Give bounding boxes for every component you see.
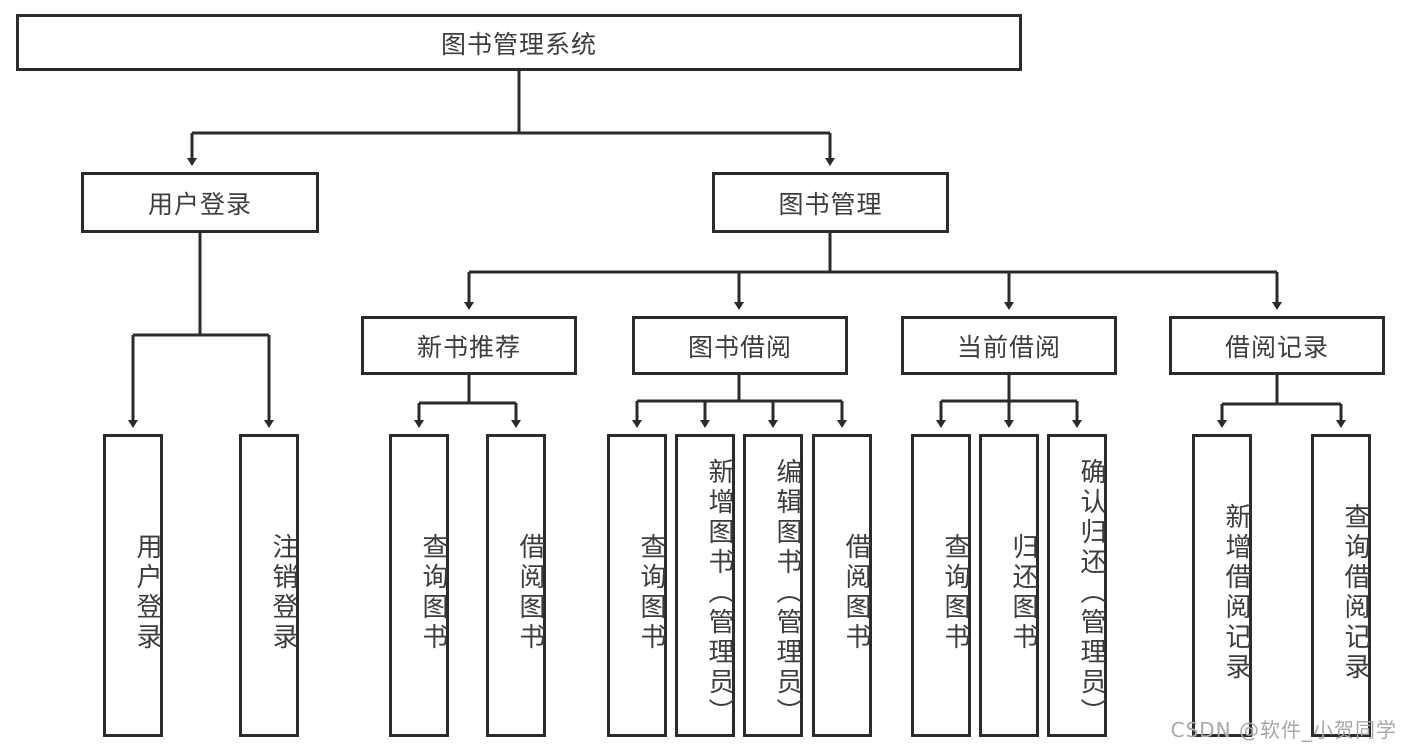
node-borrow-record[interactable]: 借阅记录: [1169, 316, 1385, 375]
node-book-borrow[interactable]: 图书借阅: [632, 316, 848, 375]
node-l3-user-login-label: 用户登录: [132, 532, 162, 653]
node-l3-confirm-return-label: 确认归还（管理员）: [1076, 457, 1106, 728]
node-l3-add-book[interactable]: 新增图书（管理员）: [675, 434, 735, 737]
node-l3-borrow-book-b[interactable]: 借阅图书: [812, 434, 872, 737]
node-new-book-rec-label: 新书推荐: [416, 332, 521, 362]
node-l3-borrow-book-a-label: 借阅图书: [515, 532, 545, 653]
node-l3-user-login[interactable]: 用户登录: [103, 434, 163, 737]
node-l3-borrow-book-b-label: 借阅图书: [841, 532, 871, 653]
node-book-manage-label: 图书管理: [778, 189, 883, 219]
node-current-borrow[interactable]: 当前借阅: [901, 316, 1117, 375]
node-borrow-record-label: 借阅记录: [1224, 332, 1329, 362]
node-l3-query-book-a[interactable]: 查询图书: [389, 434, 449, 737]
node-root[interactable]: 图书管理系统: [16, 14, 1022, 71]
node-l3-query-book-a-label: 查询图书: [418, 532, 448, 653]
node-l3-confirm-return[interactable]: 确认归还（管理员）: [1047, 434, 1107, 737]
node-user-login-label: 用户登录: [147, 189, 252, 219]
node-l3-edit-book-label: 编辑图书（管理员）: [772, 457, 802, 728]
node-l3-query-record-label: 查询借阅记录: [1340, 502, 1370, 683]
node-l3-query-book-c-label: 查询图书: [940, 532, 970, 653]
node-l3-borrow-book-a[interactable]: 借阅图书: [486, 434, 546, 737]
node-l3-query-book-b-label: 查询图书: [636, 532, 666, 653]
node-book-borrow-label: 图书借阅: [687, 332, 792, 362]
node-l3-return-book-label: 归还图书: [1008, 532, 1038, 653]
node-l3-logout-label: 注销登录: [268, 532, 298, 653]
node-l3-query-record[interactable]: 查询借阅记录: [1311, 434, 1371, 737]
node-l3-return-book[interactable]: 归还图书: [979, 434, 1039, 737]
node-l3-query-book-c[interactable]: 查询图书: [911, 434, 971, 737]
node-l3-add-book-label: 新增图书（管理员）: [704, 457, 734, 728]
node-root-label: 图书管理系统: [440, 29, 597, 59]
node-new-book-rec[interactable]: 新书推荐: [361, 316, 577, 375]
node-l3-add-record[interactable]: 新增借阅记录: [1192, 434, 1252, 737]
watermark: CSDN @软件_小贺同学: [1170, 718, 1397, 742]
node-l3-add-record-label: 新增借阅记录: [1221, 502, 1251, 683]
node-l3-query-book-b[interactable]: 查询图书: [607, 434, 667, 737]
node-book-manage[interactable]: 图书管理: [712, 172, 949, 233]
node-l3-logout[interactable]: 注销登录: [239, 434, 299, 737]
node-l3-edit-book[interactable]: 编辑图书（管理员）: [743, 434, 803, 737]
node-user-login[interactable]: 用户登录: [81, 172, 319, 233]
node-current-borrow-label: 当前借阅: [956, 332, 1061, 362]
